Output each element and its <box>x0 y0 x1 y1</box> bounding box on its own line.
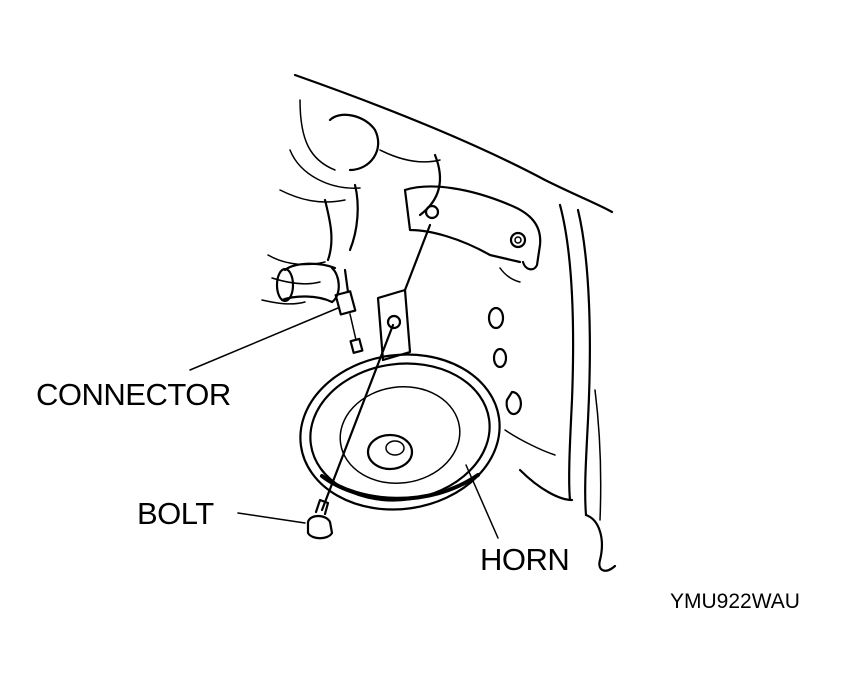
horn-stay <box>376 288 412 362</box>
horn-leader <box>465 464 499 539</box>
panel-holes <box>487 306 522 416</box>
horn-part <box>299 353 501 511</box>
horn-label: HORN <box>480 542 570 577</box>
connector-label: CONNECTOR <box>36 377 231 412</box>
fender-panel <box>504 203 617 572</box>
connector-leader <box>189 307 339 371</box>
mounting-bracket <box>403 185 542 283</box>
bolt-part <box>306 323 395 540</box>
hose <box>275 262 340 304</box>
bolt-leader <box>237 512 306 524</box>
alignment-line <box>403 223 432 292</box>
vehicle-body-outline <box>261 73 614 305</box>
figure-code: YMU922WAU <box>670 590 800 613</box>
connector-part <box>334 268 364 354</box>
bolt-label: BOLT <box>137 496 214 531</box>
